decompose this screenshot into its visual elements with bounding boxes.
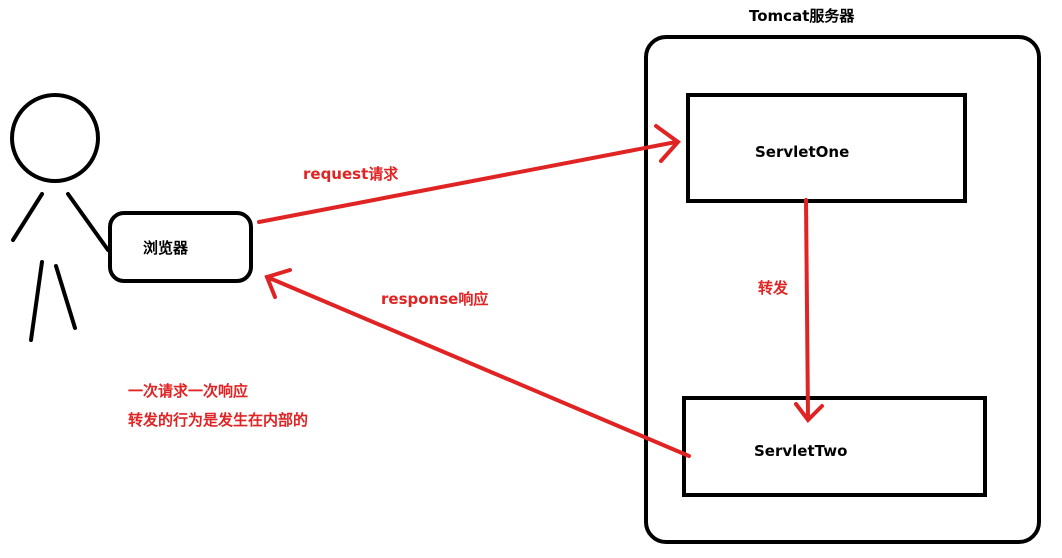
request-label: request请求 bbox=[303, 165, 399, 183]
servlet-two-box: ServletTwo bbox=[682, 396, 987, 497]
tomcat-server-container: Tomcat服务器 bbox=[644, 7, 1041, 544]
note-line-2: 转发的行为是发生在内部的 bbox=[128, 411, 308, 429]
stick-figure-icon bbox=[10, 93, 110, 342]
note-line-1: 一次请求一次响应 bbox=[128, 382, 248, 400]
servlet-one-label: ServletOne bbox=[755, 143, 849, 161]
servlet-two-label: ServletTwo bbox=[754, 442, 847, 460]
forward-label: 转发 bbox=[758, 279, 789, 297]
browser-box: 浏览器 bbox=[108, 211, 253, 283]
response-label: response响应 bbox=[381, 290, 488, 308]
request-arrow bbox=[257, 124, 681, 224]
server-title: Tomcat服务器 bbox=[749, 7, 855, 25]
browser-label: 浏览器 bbox=[143, 239, 189, 257]
forward-arrow bbox=[794, 198, 824, 424]
response-arrow bbox=[264, 268, 691, 458]
servlet-one-box: ServletOne bbox=[686, 93, 967, 203]
